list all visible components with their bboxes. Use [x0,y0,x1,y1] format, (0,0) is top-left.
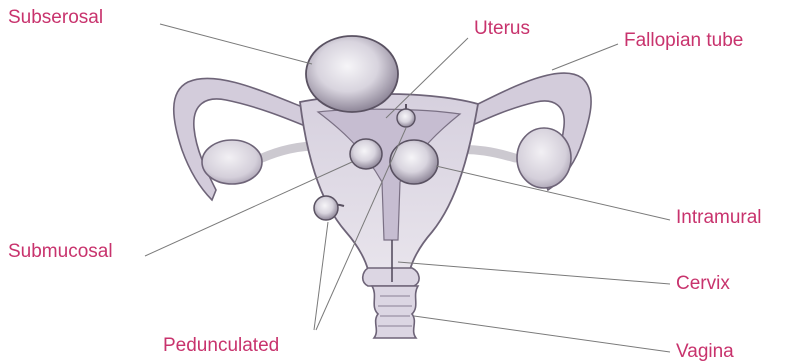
label-submucosal: Submucosal [8,241,113,263]
vagina-shape [372,286,418,338]
label-fallopian-tube: Fallopian tube [624,30,743,52]
label-cervix: Cervix [676,273,730,295]
leader-pedunculated-a [314,222,328,330]
leader-cervix [398,262,670,284]
cervix-shape [363,268,419,286]
label-intramural: Intramural [676,207,762,229]
leader-subserosal [160,24,312,64]
label-uterus: Uterus [474,18,530,40]
label-pedunculated: Pedunculated [163,335,279,357]
subserosal-fibroid [306,36,398,112]
right-ovary [517,128,571,188]
label-vagina: Vagina [676,341,734,363]
submucosal-fibroid [350,139,382,169]
external-pedunculated-fibroid [314,196,338,220]
leader-fallopian-tube [552,44,618,70]
leader-vagina [414,316,670,352]
cavity-pedunculated-fibroid [397,109,415,127]
left-ovary [202,140,262,184]
label-subserosal: Subserosal [8,7,103,29]
